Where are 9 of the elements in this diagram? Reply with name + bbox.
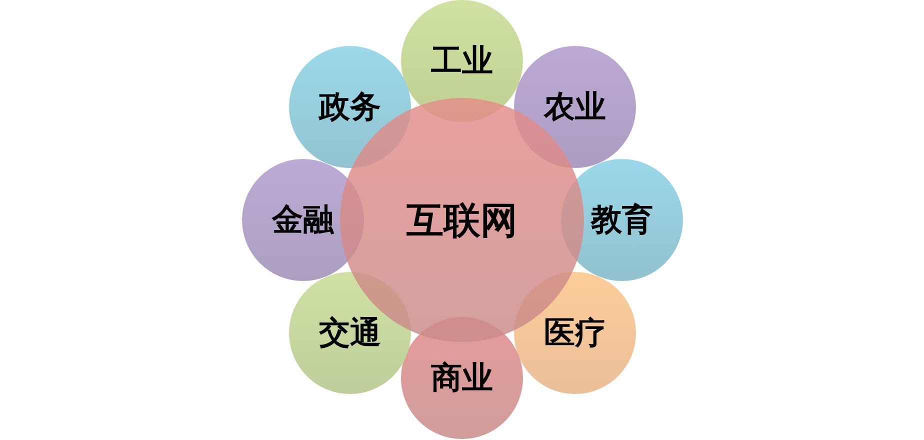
central-label: 互联网 [406, 202, 518, 238]
category-label: 农业 [544, 92, 606, 122]
category-label: 金融 [272, 204, 334, 236]
category-label: 交通 [319, 318, 381, 348]
category-label: 医疗 [544, 318, 606, 348]
category-label: 教育 [591, 204, 653, 236]
category-label: 商业 [431, 362, 493, 394]
category-label: 政务 [319, 92, 381, 122]
category-label: 工业 [431, 46, 493, 76]
